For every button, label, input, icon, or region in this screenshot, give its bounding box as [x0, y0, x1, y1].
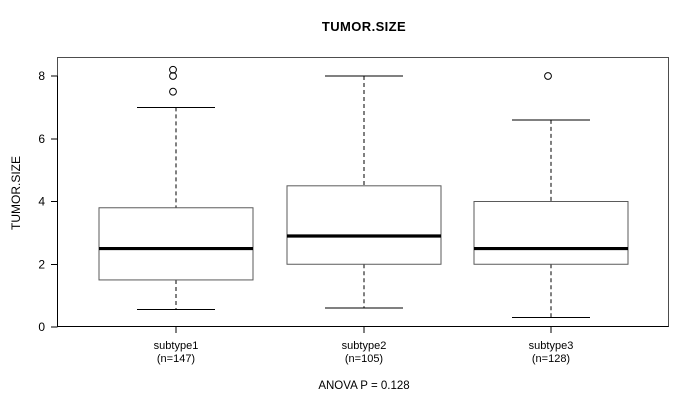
y-tick-label: 0	[38, 320, 45, 334]
category-label: subtype3	[529, 340, 574, 352]
box-iqr	[286, 185, 442, 265]
outlier-point	[169, 72, 177, 80]
x-axis-tick-marks	[175, 326, 552, 333]
box-iqr	[98, 207, 254, 281]
outlier-point	[544, 72, 552, 80]
box-group	[473, 72, 629, 319]
y-tick-label: 8	[38, 69, 45, 83]
category-label: subtype1	[154, 340, 199, 352]
y-axis: 0 2 4 6 8	[38, 69, 58, 334]
category-count-label: (n=128)	[532, 353, 570, 365]
box-iqr	[473, 201, 629, 265]
y-axis-title: TUMOR.SIZE	[9, 156, 23, 230]
y-tick-label: 4	[38, 195, 45, 209]
category-labels: subtype1(n=147) subtype2(n=105) subtype3(n…	[154, 340, 574, 365]
outlier-point	[169, 87, 177, 96]
outlier-point	[169, 65, 177, 74]
box-group	[286, 75, 442, 309]
box-series-layer	[98, 65, 629, 319]
y-tick-label: 6	[38, 132, 45, 146]
y-axis-tick-marks	[51, 75, 58, 328]
category-label: subtype2	[342, 340, 387, 352]
y-tick-label: 2	[38, 257, 45, 271]
box-group	[98, 65, 254, 311]
anova-annotation: ANOVA P = 0.128	[318, 380, 409, 392]
x-axis	[57, 326, 669, 333]
category-count-label: (n=105)	[345, 353, 383, 365]
chart-title: TUMOR.SIZE	[322, 19, 406, 34]
category-count-label: (n=147)	[157, 353, 195, 365]
y-axis-tick-labels: 0 2 4 6 8	[38, 69, 45, 334]
